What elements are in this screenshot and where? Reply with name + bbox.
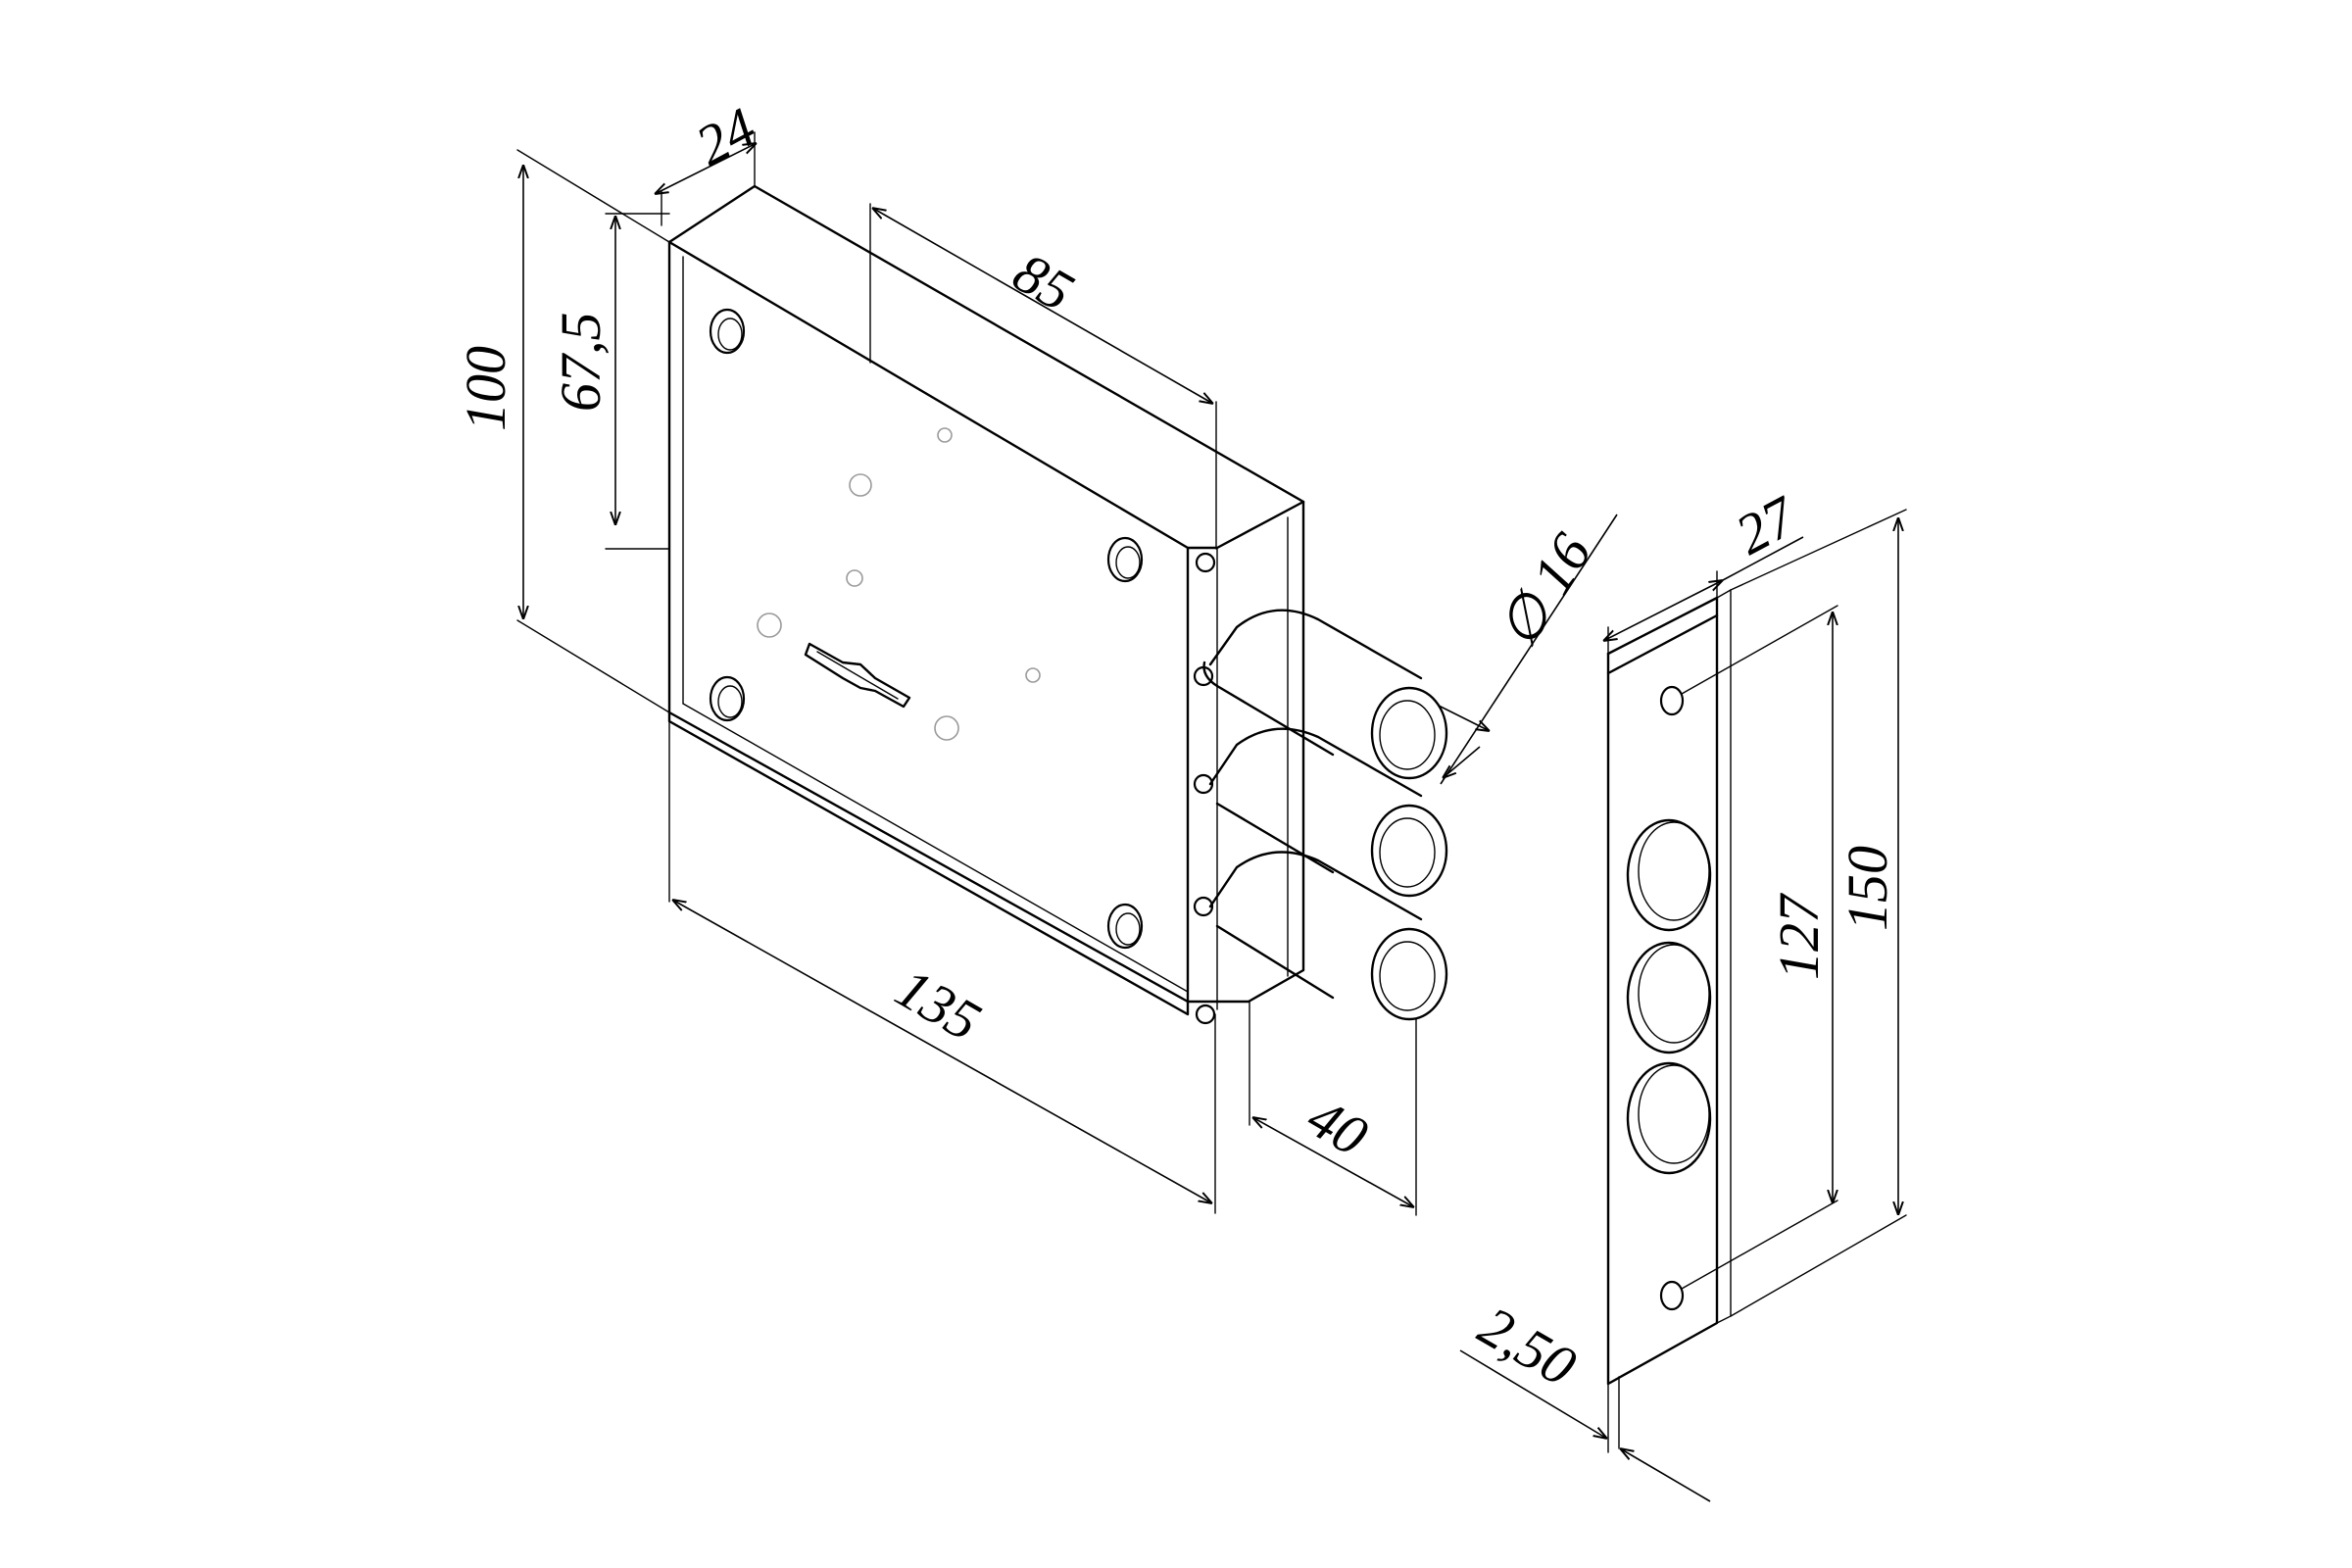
bolt-bottom xyxy=(1208,851,1448,1021)
dim-label: 100 xyxy=(454,346,517,431)
strike-plate xyxy=(1606,589,1732,1386)
plate-bolt-hole-icon xyxy=(1626,1061,1712,1175)
dim-backset: 67,5 xyxy=(549,213,670,550)
bolt-middle xyxy=(1208,727,1448,898)
dim-label: 127 xyxy=(1767,893,1831,980)
dim-plate-height: 150 xyxy=(1730,509,1907,1317)
dim-label: 24 xyxy=(686,95,766,178)
lock-side-face xyxy=(1186,500,1305,1004)
plate-bolt-hole-icon xyxy=(1626,818,1712,932)
face-mounting-holes xyxy=(709,308,1144,950)
dim-label: 27 xyxy=(1726,483,1807,567)
dim-height-total: 100 xyxy=(454,149,670,713)
plate-screw-hole-icon xyxy=(1659,685,1685,716)
lock-body xyxy=(667,184,1305,1016)
mounting-hole-icon xyxy=(709,675,746,722)
lock-front-face xyxy=(667,240,1190,1004)
dim-plate-holes: 127 xyxy=(1681,605,1838,1290)
dim-bolt-spacing: 85 xyxy=(869,203,1217,550)
edge-screws xyxy=(1193,552,1216,1025)
plate-screw-hole-icon xyxy=(1659,1280,1685,1311)
dim-bolt-throw: 40 xyxy=(1249,1001,1417,1216)
lock-top-face xyxy=(667,184,1305,550)
dim-label: 85 xyxy=(1004,240,1085,323)
dim-label: 40 xyxy=(1298,1085,1379,1168)
dim-label: 150 xyxy=(1836,846,1899,931)
dim-label: ∅ 16 xyxy=(1486,522,1603,659)
dim-label: 135 xyxy=(886,956,992,1054)
mounting-hole-icon xyxy=(1106,903,1144,950)
dim-body-width: 135 xyxy=(668,720,1216,1214)
mounting-hole-icon xyxy=(709,308,746,355)
dim-bolt-diameter: ∅ 16 xyxy=(1438,514,1618,785)
bolt-top xyxy=(1202,609,1448,780)
dim-plate-thickness: 2,50 xyxy=(1459,1294,1711,1502)
dim-label: 67,5 xyxy=(549,313,612,413)
mounting-hole-icon xyxy=(1106,536,1144,583)
face-rivets xyxy=(757,427,1041,741)
dim-label: 2,50 xyxy=(1469,1294,1587,1398)
keyhole-icon xyxy=(804,642,911,709)
dim-depth-top: 24 xyxy=(655,95,766,226)
plate-bolt-hole-icon xyxy=(1626,941,1712,1054)
